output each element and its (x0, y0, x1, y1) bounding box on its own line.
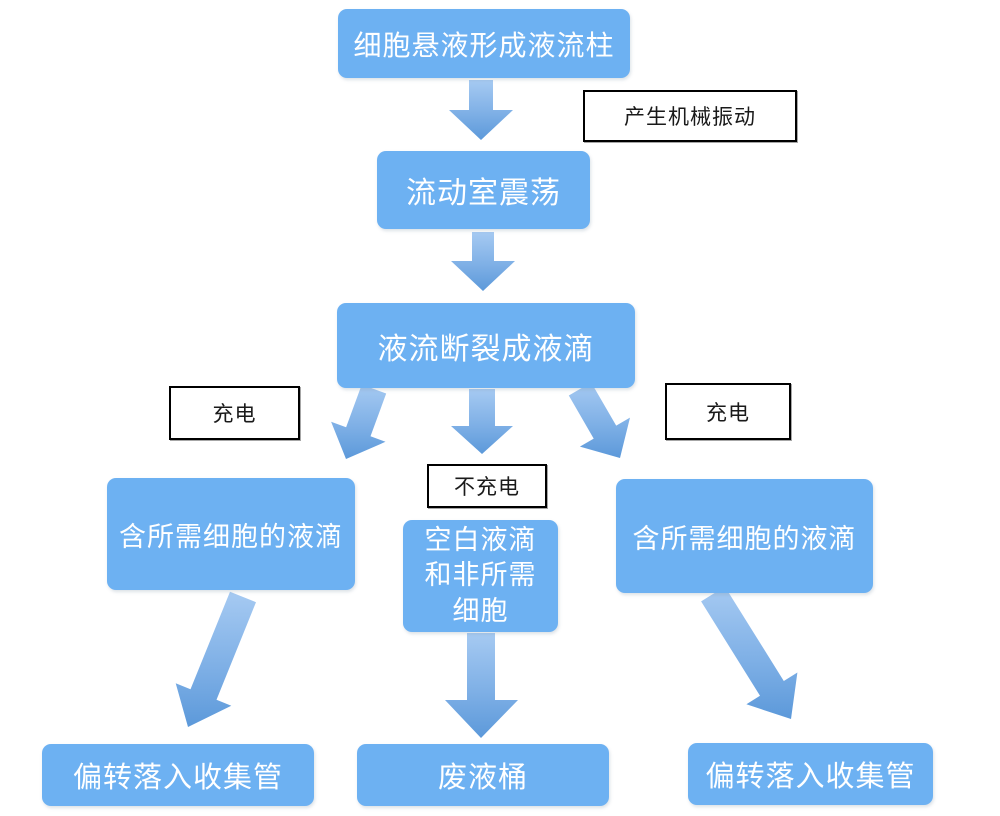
annotation-label: 产生机械振动 (624, 106, 756, 129)
label-no-charge: 不充电 (427, 464, 547, 508)
node-label: 液流断裂成液滴 (377, 332, 595, 366)
arrow-n3-n4 (331, 384, 387, 459)
annotation-label: 充电 (212, 403, 257, 426)
node-label: 含所需细胞的液滴 (632, 523, 857, 554)
label-charge-right: 充电 (665, 383, 791, 440)
node-label: 流动室震荡 (406, 177, 561, 210)
arrow-n6-n9 (701, 586, 798, 719)
arrow-n3-n6 (568, 382, 630, 458)
node-desired-cell-droplets-left: 含所需细胞的液滴 (107, 478, 355, 590)
label-charge-left: 充电 (169, 386, 300, 440)
node-label: 废液桶 (437, 762, 528, 794)
node-waste-bucket: 废液桶 (357, 744, 609, 806)
node-stream-breaks-into-droplets: 液流断裂成液滴 (337, 303, 635, 388)
node-deflect-into-collection-tube-left: 偏转落入收集管 (42, 744, 314, 806)
node-label: 空白液滴 和非所需 细胞 (424, 524, 537, 626)
node-cell-suspension-column: 细胞悬液形成液流柱 (338, 9, 630, 78)
node-label: 含所需细胞的液滴 (119, 521, 343, 552)
arrow-n3-n5 (451, 389, 513, 454)
arrow-n4-n7 (175, 591, 256, 727)
arrow-n5-n8 (445, 633, 518, 738)
node-label: 偏转落入收集管 (705, 761, 916, 793)
node-deflect-into-collection-tube-right: 偏转落入收集管 (688, 743, 933, 805)
annotation-label: 充电 (706, 401, 750, 425)
arrow-n1-n2 (449, 80, 513, 140)
node-label: 细胞悬液形成液流柱 (353, 29, 615, 61)
arrow-n2-n3 (451, 232, 515, 291)
node-desired-cell-droplets-right: 含所需细胞的液滴 (616, 479, 873, 593)
node-label: 偏转落入收集管 (72, 762, 283, 794)
label-mechanical-vibration: 产生机械振动 (583, 90, 797, 142)
node-blank-and-unwanted-droplets: 空白液滴 和非所需 细胞 (403, 520, 558, 632)
annotation-label: 不充电 (454, 476, 520, 499)
node-flow-chamber-oscillation: 流动室震荡 (377, 151, 590, 229)
